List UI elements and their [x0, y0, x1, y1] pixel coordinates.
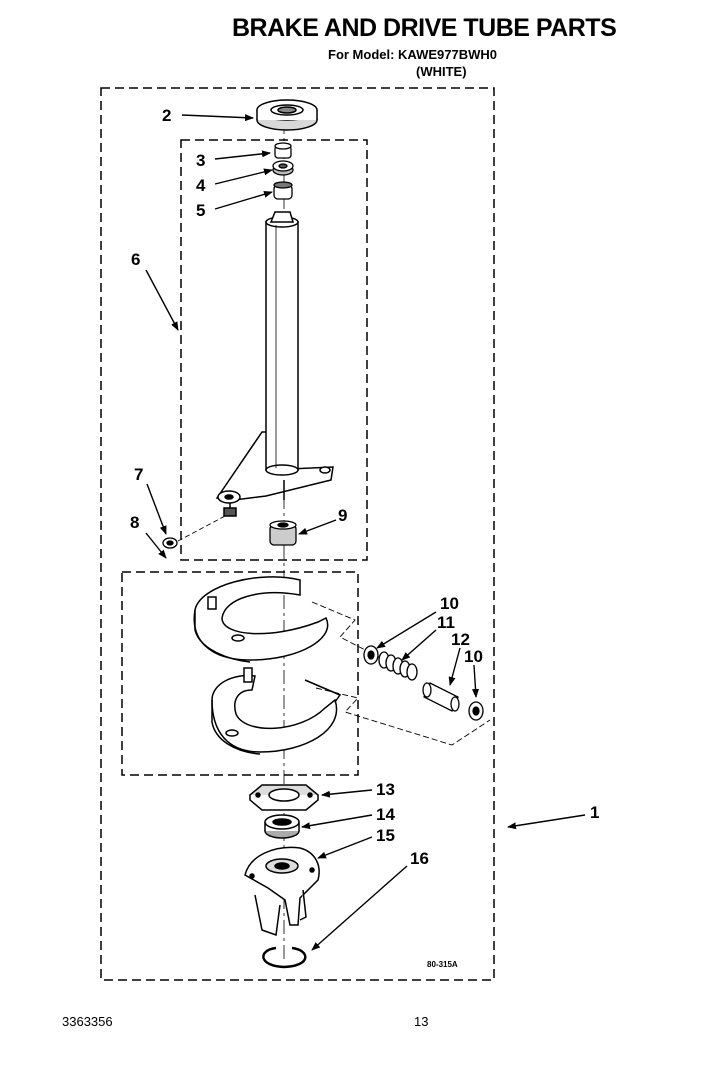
part-2-seal	[256, 99, 318, 131]
leader-15	[317, 836, 373, 859]
document-number: 3363356	[62, 1014, 113, 1029]
callout-3: 3	[196, 151, 205, 170]
callout-10a: 10	[440, 594, 459, 613]
brake-shoe-upper	[193, 576, 329, 663]
leader-8	[145, 532, 167, 559]
leader-7	[146, 483, 167, 535]
leader-6	[145, 269, 179, 331]
callout-5: 5	[196, 201, 205, 220]
part-15-hub	[244, 846, 320, 937]
model-number: For Model: KAWE977BWH0	[328, 47, 498, 62]
callout-14: 14	[376, 805, 395, 824]
callout-7: 7	[134, 465, 143, 484]
leader-11	[401, 629, 437, 661]
leader-1	[507, 814, 586, 830]
part-5-bearing	[273, 181, 293, 200]
part-13-cam	[248, 784, 320, 811]
part-7-nut	[162, 537, 178, 549]
part-11-spring	[378, 651, 418, 681]
leader-13	[321, 789, 373, 798]
callout-13: 13	[376, 780, 395, 799]
leader-2	[181, 114, 254, 122]
leader-9	[298, 519, 337, 535]
leader-arrows	[145, 114, 586, 951]
assembly-outline-brake	[121, 571, 359, 776]
part-10-washer-right	[468, 701, 484, 721]
callout-10b: 10	[464, 647, 483, 666]
leader-5	[214, 190, 273, 210]
assembly-outline-1	[100, 87, 495, 981]
callout-6: 6	[131, 250, 140, 269]
part-16-snap-ring	[262, 946, 307, 969]
leader-10b	[472, 664, 479, 698]
leader-12	[448, 647, 461, 686]
part-4-washer	[272, 160, 294, 176]
part-12-pin	[422, 682, 460, 712]
callout-16: 16	[410, 849, 429, 868]
callout-11: 11	[437, 613, 455, 632]
leader-4	[214, 168, 273, 185]
callout-8: 8	[130, 513, 139, 532]
drawing-code: 80-315A	[427, 960, 458, 969]
callout-9: 9	[338, 506, 347, 525]
part-9-bushing	[269, 520, 297, 546]
brake-shoe-lower	[211, 667, 342, 755]
callout-2: 2	[162, 106, 171, 125]
part-6-drive-tube	[215, 211, 334, 517]
leader-10a	[376, 611, 437, 649]
callout-12: 12	[451, 630, 470, 649]
page-title: BRAKE AND DRIVE TUBE PARTS	[232, 14, 617, 42]
model-color: (WHITE)	[416, 64, 467, 79]
callout-4: 4	[196, 176, 206, 195]
callout-15: 15	[376, 826, 395, 845]
leader-16	[311, 865, 408, 951]
callout-1: 1	[590, 803, 599, 822]
assembly-outline-6	[180, 139, 368, 561]
part-10-washer-left	[363, 645, 379, 665]
part-3-bushing	[274, 142, 292, 159]
leader-3	[214, 150, 271, 160]
part-14-ring	[264, 814, 300, 839]
page-number: 13	[414, 1014, 429, 1029]
leader-14	[301, 814, 373, 830]
